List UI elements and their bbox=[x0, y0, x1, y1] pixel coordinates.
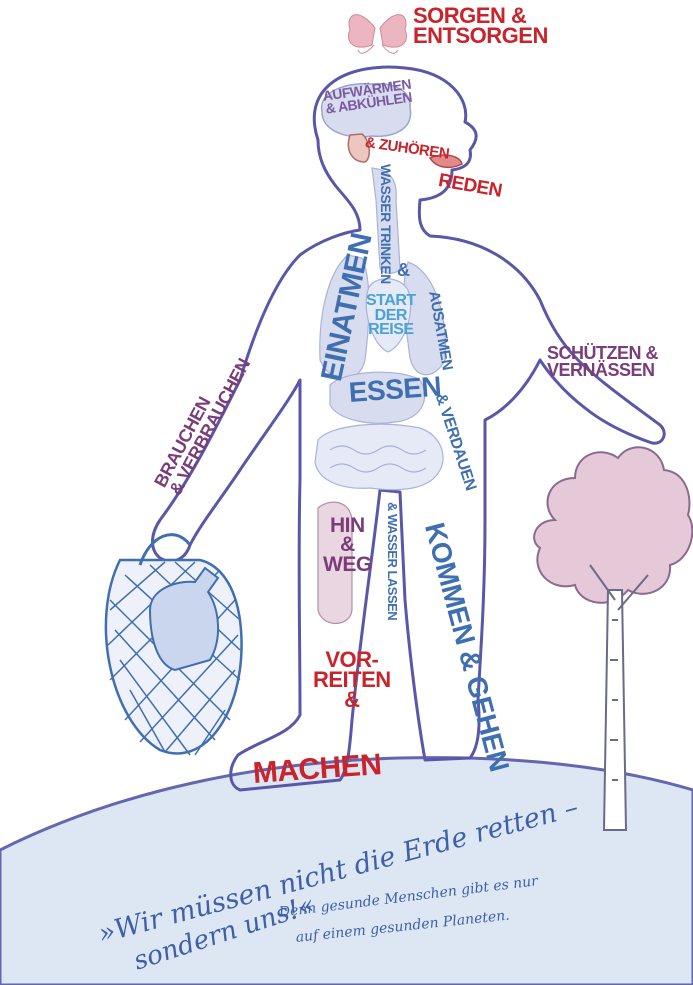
label-schuetzen: SCHÜTZEN & VERNÄSSEN bbox=[547, 345, 658, 378]
label-essen: ESSEN bbox=[348, 374, 442, 406]
label-sorgen: SORGEN & ENTSORGEN bbox=[413, 6, 548, 46]
label-start-der-reise: START DER REISE bbox=[366, 294, 416, 338]
label-wasser-lassen: & WASSER LASSEN bbox=[386, 502, 398, 620]
label-und: & bbox=[397, 262, 410, 279]
label-machen: MACHEN bbox=[252, 751, 382, 788]
butterfly-icon bbox=[348, 15, 406, 54]
label-vorreiten: VOR- REITEN & bbox=[313, 650, 391, 711]
label-wasser-trinken: WASSER TRINKEN bbox=[379, 164, 392, 284]
label-hin-weg: HIN & WEG bbox=[323, 516, 372, 574]
intestines-organ bbox=[315, 424, 443, 489]
